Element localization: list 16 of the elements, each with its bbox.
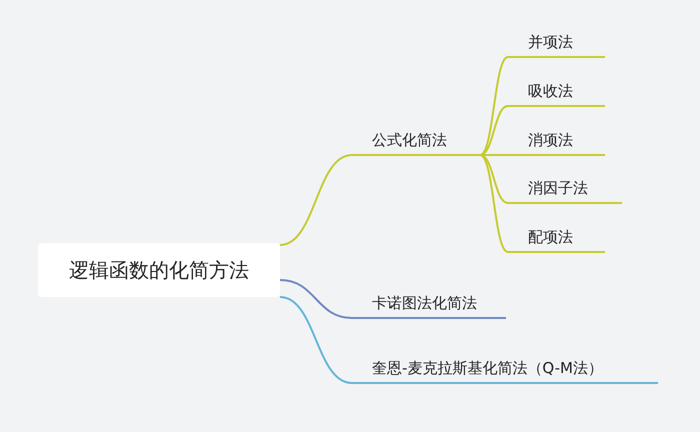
branch-topic: 消项法: [508, 124, 605, 156]
connector-curve: [480, 154, 508, 204]
root-topic-box: 逻辑函数的化简方法: [38, 243, 280, 297]
branch-topic: 配项法: [508, 221, 605, 253]
branch-topic: 卡诺图法化简法: [352, 287, 506, 319]
connector-curve: [280, 296, 352, 384]
connector-curve: [480, 154, 508, 253]
branch-topic: 公式化简法: [352, 124, 480, 156]
connector-curve: [480, 105, 508, 156]
connector-curve: [280, 279, 352, 319]
connector-curve: [280, 154, 352, 246]
branch-topic: 并项法: [508, 26, 605, 58]
branch-topic: 奎恩-麦克拉斯基化简法（Q-M法）: [352, 352, 658, 384]
branch-topic: 吸收法: [508, 75, 605, 107]
branch-topic: 消因子法: [508, 172, 622, 204]
connector-curve: [479, 56, 509, 156]
